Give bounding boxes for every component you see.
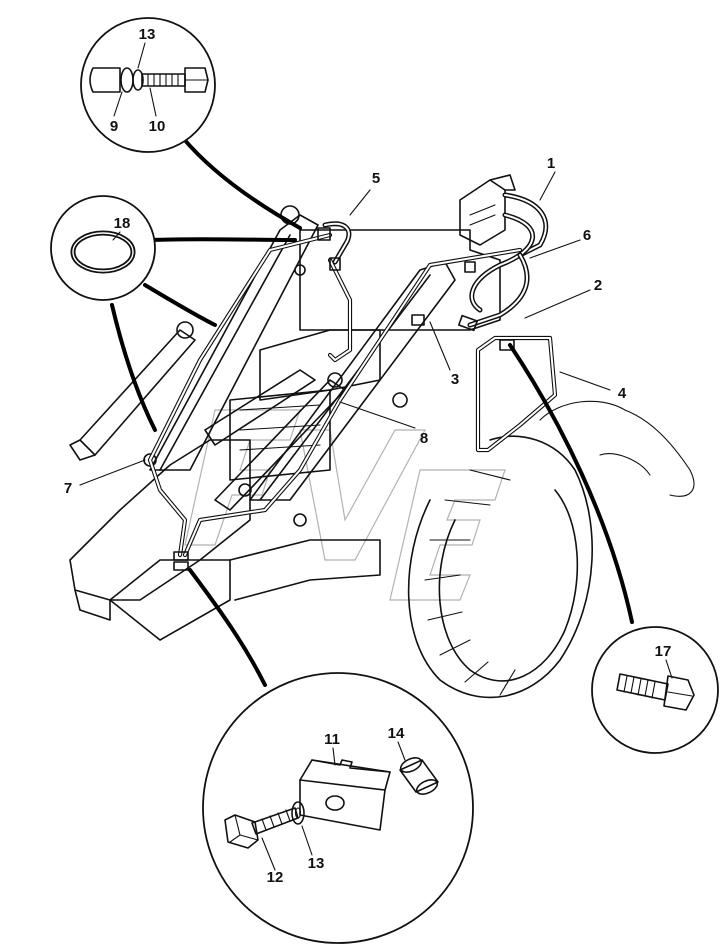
- loader-assembly: [69, 174, 695, 699]
- detail-circle-clamp: [202, 672, 474, 944]
- o-ring-icon: [70, 230, 136, 274]
- detail-circle-bolt-spacer: [80, 17, 216, 153]
- callout-5: 5: [372, 170, 380, 187]
- washer-icon: [120, 67, 144, 93]
- front-frame: [69, 439, 251, 601]
- watermark: [184, 409, 506, 601]
- callout-10: 10: [149, 118, 166, 135]
- callout-labels: 1 2 3 4 5 6 7 8 9 10 11 12 13 13 14 17 1…: [64, 26, 672, 886]
- lift-cylinder-left: [79, 329, 196, 456]
- callout-4: 4: [618, 385, 627, 402]
- callout-7: 7: [64, 480, 72, 497]
- washer-icon: [291, 801, 305, 825]
- spacer-icon: [89, 67, 121, 93]
- callout-18: 18: [114, 215, 131, 232]
- callout-11: 11: [324, 731, 340, 748]
- bolt-icon: [616, 673, 695, 711]
- detail-circle-o-ring: [50, 195, 156, 301]
- callout-6: 6: [583, 227, 591, 244]
- callout-12: 12: [267, 869, 284, 886]
- control-valve: [459, 179, 506, 246]
- detail-circle-bolt: [591, 626, 719, 754]
- callout-9: 9: [110, 118, 118, 135]
- callout-8: 8: [420, 430, 428, 447]
- leaders: [110, 136, 634, 687]
- callout-2: 2: [594, 277, 602, 294]
- bolt-icon: [141, 67, 209, 93]
- lift-arm-right: [249, 261, 456, 501]
- callout-3: 3: [451, 371, 459, 388]
- callout-13-top: 13: [139, 26, 156, 43]
- sleeve-icon: [399, 757, 439, 795]
- hydraulic-pipe-left: [147, 232, 333, 558]
- callout-1: 1: [547, 155, 555, 172]
- callout-13-bottom: 13: [308, 855, 325, 872]
- rear-tyre: [407, 435, 593, 699]
- callout-pointers: [79, 171, 611, 486]
- callout-17: 17: [655, 643, 672, 660]
- callout-14: 14: [388, 725, 405, 742]
